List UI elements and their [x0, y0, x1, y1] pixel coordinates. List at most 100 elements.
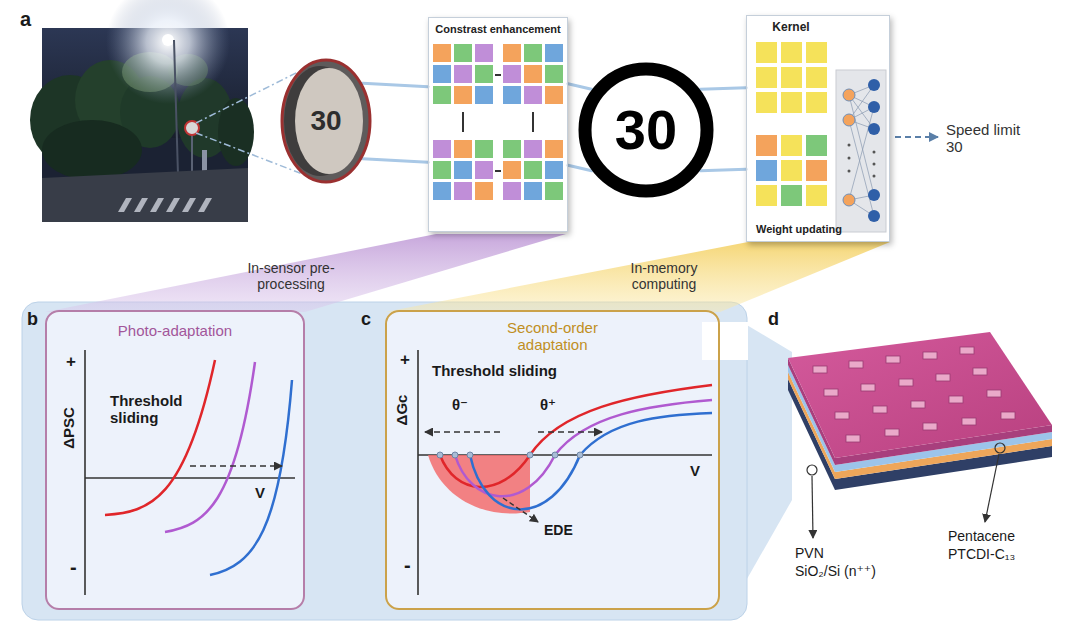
- plot-ground: [702, 322, 748, 360]
- second-order-plot: [470, 413, 712, 509]
- kernel-grid: [781, 67, 802, 88]
- output-arrow: [895, 137, 938, 138]
- stage-label: In-memory computing: [612, 260, 716, 292]
- box-title: Second-order adaptation: [483, 319, 623, 354]
- layer-label: SiO₂/Si (n⁺⁺): [795, 563, 876, 579]
- device-stack: [899, 379, 913, 386]
- pixel-grid: [433, 86, 451, 104]
- street-photo: [182, 198, 196, 212]
- layer-label: PVN: [795, 545, 824, 561]
- pixel-grid: [503, 86, 521, 104]
- pixel-grid: [475, 65, 493, 83]
- neural-network: [848, 157, 851, 160]
- kernel-grid: [756, 185, 777, 206]
- device-stack: [885, 429, 899, 436]
- second-order-plot: [425, 431, 500, 433]
- device-stack: [788, 332, 1052, 458]
- region-label: EDE: [544, 522, 573, 538]
- pixel-grid: [462, 112, 464, 132]
- device-leader: [807, 465, 817, 475]
- pixel-grid: [454, 86, 472, 104]
- second-order-plot: [467, 452, 473, 458]
- second-order-plot: [527, 452, 533, 458]
- device-stack: [1001, 412, 1015, 419]
- device-stack: [936, 374, 950, 381]
- node-shape: [295, 68, 363, 174]
- threshold-symbol: θ⁻: [452, 396, 468, 413]
- sign-number: 30: [310, 105, 341, 137]
- pixel-grid: [475, 161, 493, 179]
- pixel-grid: [433, 44, 451, 62]
- kernel-grid: [806, 67, 827, 88]
- axis-sign: +: [66, 352, 76, 372]
- neural-network: [836, 70, 886, 232]
- device-stack: [824, 389, 838, 396]
- contrast-panel: Constrast enhancement: [428, 17, 568, 232]
- pixel-grid: [433, 65, 451, 83]
- axis-sign: -: [404, 554, 411, 577]
- street-photo: [218, 98, 254, 166]
- box-title: Photo-adaptation: [118, 322, 232, 339]
- second-order-plot: [437, 452, 443, 458]
- kernel-grid: [781, 42, 802, 63]
- output-arrow: [895, 136, 938, 138]
- street-photo: [106, 0, 230, 104]
- pixel-grid: [475, 140, 493, 158]
- neural-network: [873, 175, 876, 178]
- photo-adaptation-plot: [85, 477, 295, 479]
- second-order-plot: [577, 452, 583, 458]
- panel-letter: a: [20, 8, 31, 31]
- neural-network: [868, 189, 880, 201]
- street-photo: [162, 34, 174, 46]
- street-photo: [42, 120, 142, 180]
- device-leader: [812, 476, 813, 538]
- photo-adaptation-plot: [210, 380, 292, 575]
- street-photo: [42, 168, 248, 222]
- pixel-grid: [433, 182, 451, 200]
- pixel-grid: [545, 161, 563, 179]
- street-photo: [118, 198, 132, 212]
- kernel-grid: [806, 135, 827, 156]
- pixel-grid: [545, 44, 563, 62]
- pixel-grid: [503, 161, 521, 179]
- photo-adaptation-box: Photo-adaptation: [45, 310, 305, 610]
- kernel-grid: [806, 160, 827, 181]
- pixel-grid: [524, 182, 542, 200]
- plot-ground: [385, 310, 720, 610]
- second-order-plot: [417, 350, 419, 595]
- kernel-grid: [756, 92, 777, 113]
- pixel-grid: [532, 112, 534, 132]
- neural-network: [843, 89, 855, 101]
- second-order-plot: [503, 498, 538, 522]
- device-leader: [807, 443, 1005, 538]
- device-stack: [849, 361, 863, 368]
- kernel-panel: KernelWeight updating: [746, 15, 890, 242]
- second-order-plot: [418, 350, 712, 595]
- street-photo: [30, 0, 254, 222]
- second-order-plot: [538, 431, 602, 433]
- device-stack: [788, 332, 1052, 490]
- device-stack: [911, 401, 925, 408]
- pixel-grid: [454, 65, 472, 83]
- pixel-grid: [475, 182, 493, 200]
- neural-network: [868, 79, 880, 91]
- device-stack: [835, 412, 849, 419]
- second-order-box: Second-order adaptation: [385, 310, 720, 610]
- device-leader: [985, 454, 999, 522]
- pixel-grid: [428, 17, 568, 232]
- kernel-grid: [756, 160, 777, 181]
- neural-network: [873, 163, 876, 166]
- neural-network: [868, 101, 880, 113]
- plot-annotation: Threshold sliding: [432, 362, 557, 379]
- plot-annotation: Threshold sliding: [110, 392, 192, 427]
- road-sign: 30: [280, 58, 372, 184]
- device-stack: [949, 396, 963, 403]
- second-order-plot: [452, 452, 458, 458]
- photo-adaptation-plot: [105, 360, 215, 515]
- neural-network: [873, 151, 876, 154]
- panel-letter: d: [768, 309, 779, 330]
- axis-label: ΔPSC: [60, 407, 77, 449]
- kernel-grid: [806, 92, 827, 113]
- street-photo: [174, 40, 178, 175]
